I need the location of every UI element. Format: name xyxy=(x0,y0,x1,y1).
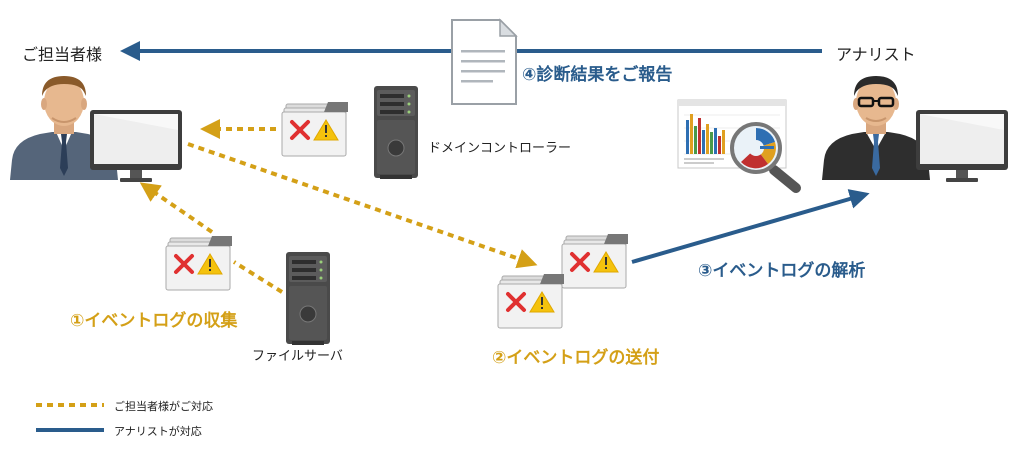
sent-log-card-front-icon xyxy=(496,272,566,330)
send-arrow xyxy=(187,142,538,269)
analyst-avatar xyxy=(822,76,930,180)
sent-log-card-back-icon xyxy=(560,232,630,290)
file-server-icon xyxy=(285,251,331,346)
domain-controller-server-icon xyxy=(373,85,419,180)
file-server-collect-arrow xyxy=(139,182,214,234)
staff-label: ご担当者様 xyxy=(22,45,103,64)
step-collect-label: ①イベントログの収集 xyxy=(70,311,238,331)
step-send-label: ②イベントログの送付 xyxy=(492,348,660,368)
file-server-collect-line xyxy=(232,260,284,294)
analysis-arrow xyxy=(631,189,870,264)
analyst-monitor-icon xyxy=(916,110,1008,182)
file-server-label: ファイルサーバ xyxy=(252,349,343,364)
analyst-label: アナリスト xyxy=(836,45,916,64)
domain-controller-label: ドメインコントローラー xyxy=(428,141,572,156)
step-analyze-label: ③イベントログの解析 xyxy=(698,261,866,281)
magnifier-icon xyxy=(730,122,801,193)
report-document-icon xyxy=(451,18,518,105)
legend-staff-label: ご担当者様がご対応 xyxy=(114,400,213,413)
file-server-log-card-icon xyxy=(164,234,234,292)
legend-analyst-label: アナリストが対応 xyxy=(114,425,202,438)
domain-controller-log-card-icon xyxy=(280,100,350,158)
step-report-label: ④診断結果をご報告 xyxy=(522,65,673,85)
